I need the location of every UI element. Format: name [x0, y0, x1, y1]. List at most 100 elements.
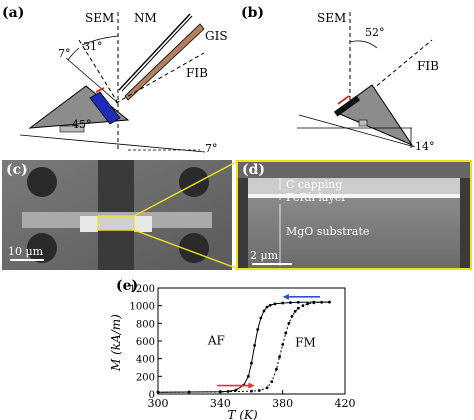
panel-c-micrograph: 10 μm (c): [2, 160, 232, 270]
panel-b-label: (b): [241, 5, 264, 21]
stage-holder-b: [358, 119, 368, 127]
series-1-point-15: [301, 304, 305, 308]
cooling-arrow-head: [282, 293, 289, 300]
hole-top-right: [179, 167, 209, 197]
arc-7-top: [67, 47, 80, 61]
series-0-point-17: [296, 300, 300, 304]
panel-a-diagram: (a) SEM NM GIS FIB 31° 7° 45° 7°: [2, 5, 228, 155]
nm-label: NM: [134, 11, 157, 25]
stage-triangle-b: [333, 84, 414, 147]
y-tick-label-6: 1200: [130, 284, 155, 295]
panel-c-label: (c): [6, 162, 28, 178]
series-1-point-0: [156, 390, 160, 394]
series-1-point-8: [278, 355, 281, 359]
d-top-region: [236, 160, 472, 178]
stage-holder-a: [59, 125, 85, 133]
series-1-point-4: [257, 389, 261, 392]
zoom-line-bottom: [133, 229, 237, 269]
y-tick-label-0: 0: [149, 390, 155, 401]
y-tick-label-5: 1000: [130, 302, 155, 313]
series-0-point-6: [246, 374, 250, 378]
angle-52-label: 52°: [365, 26, 385, 39]
gis-needle: [124, 23, 205, 101]
zoom-connectors: [133, 161, 237, 269]
fib-label-a: FIB: [186, 66, 208, 80]
c-capping-label: C capping: [286, 178, 342, 191]
series-1-point-13: [293, 310, 297, 313]
x-tick-label-3: 420: [335, 397, 356, 410]
angle-31-label: 31°: [83, 40, 103, 53]
gis-label: GIS: [205, 29, 228, 43]
series-0-point-13: [268, 303, 272, 307]
scalebar-c-label: 10 μm: [8, 245, 44, 258]
zoom-line-top: [133, 161, 237, 217]
series-1-point-9: [281, 343, 285, 346]
c-capping-layer: [248, 178, 460, 194]
series-1-point-2: [218, 390, 222, 394]
arc-52: [349, 40, 378, 49]
y-axis-label: M (kA/m): [110, 314, 123, 372]
series-0-point-16: [289, 301, 292, 304]
scalebar-d: [252, 263, 292, 265]
series-1-point-11: [287, 321, 291, 325]
series-1-point-3: [250, 389, 253, 393]
hole-bottom-left: [27, 233, 57, 263]
d-left-edge: [236, 178, 248, 270]
y-tick-label-2: 400: [136, 355, 155, 366]
panel-b-diagram: (b) SEM FIB 52° 14°: [241, 5, 439, 153]
series-1-point-1: [187, 390, 191, 394]
panel-a-label: (a): [2, 5, 24, 21]
series-1-point-18: [320, 300, 324, 304]
scalebar-c: [10, 259, 44, 261]
d-frame: [236, 160, 472, 270]
sem-label-a: SEM: [85, 11, 114, 25]
plot-frame: [157, 287, 346, 395]
panel-d-label: (d): [242, 162, 265, 178]
zoom-box: [97, 215, 135, 231]
series-0-point-9: [256, 328, 260, 331]
series-0-point-10: [259, 316, 263, 320]
angle-14-label: 14°: [415, 140, 435, 153]
ferh-layer-label: FeRh layer: [286, 191, 347, 204]
panel-d-micrograph: C capping FeRh layer MgO substrate 2 μm …: [236, 160, 472, 270]
series-0-point-12: [265, 305, 269, 309]
series-1-point-6: [270, 380, 274, 384]
y-tick-label-4: 800: [136, 319, 155, 330]
x-axis-label: T (K): [228, 408, 258, 420]
annotation-af: AF: [207, 334, 225, 348]
tilt-7-line: [65, 57, 119, 104]
ferh-layer: [248, 194, 460, 198]
pad-left: [80, 216, 98, 232]
series-0-point-15: [281, 301, 285, 305]
angle-45-label: 45°: [72, 118, 92, 131]
arc-31: [81, 35, 119, 46]
series-0-point-7: [250, 361, 253, 365]
series-1-point-7: [275, 367, 278, 371]
y-tick-label-3: 600: [136, 337, 155, 348]
sample-marker-a: [95, 87, 105, 93]
series-0-point-8: [253, 344, 257, 347]
annotation-fm: FM: [295, 335, 316, 349]
angle-7-top-label: 7°: [58, 47, 71, 60]
sample-b: [333, 95, 361, 117]
nm-needle-edge: [121, 15, 193, 92]
tilt-31-line: [78, 39, 119, 104]
series-1-point-10: [284, 331, 288, 335]
angle-7-bottom-label: 7°: [205, 142, 218, 155]
hole-top-left: [27, 167, 57, 197]
sem-label-b: SEM: [317, 11, 346, 25]
panel-e-label: (e): [116, 278, 138, 294]
series-0-point-14: [273, 302, 277, 306]
pad-right: [134, 216, 152, 232]
series-1-point-12: [290, 314, 294, 318]
nm-needle: [118, 13, 191, 91]
sample-marker-b: [337, 95, 350, 105]
heating-arrow-head: [248, 382, 255, 389]
series-1-point-16: [306, 302, 309, 306]
baseline-b: [298, 114, 416, 148]
scalebar-d-label: 2 μm: [250, 249, 279, 262]
series-1-point-14: [296, 306, 300, 310]
series-0-point-4: [234, 388, 238, 392]
x-tick-label-2: 380: [272, 397, 293, 410]
